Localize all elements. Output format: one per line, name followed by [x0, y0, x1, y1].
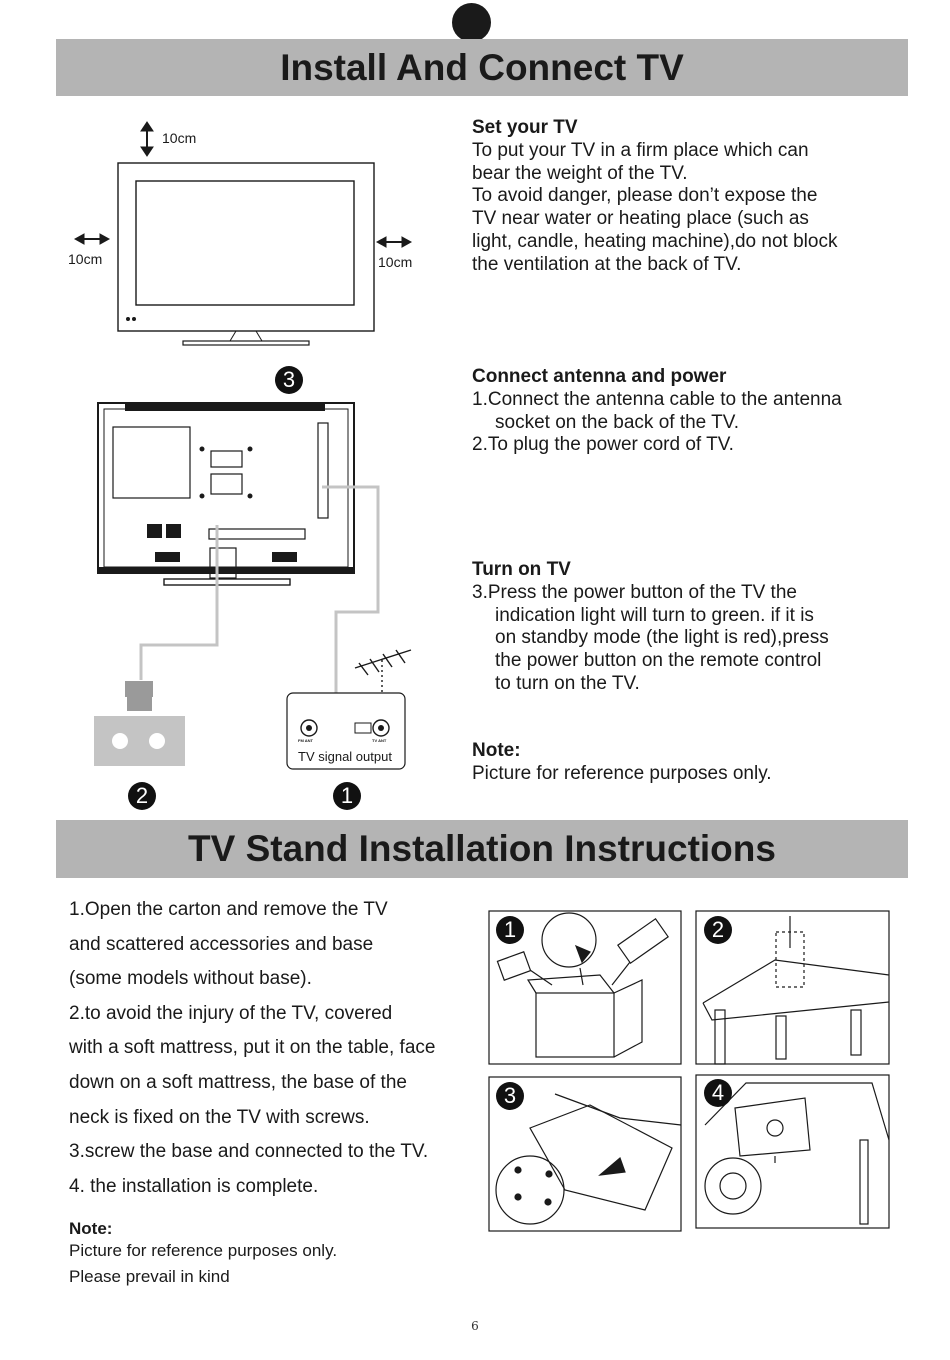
set-tv-heading: Set your TV [472, 117, 578, 138]
signal-output-label: TV signal output [298, 749, 392, 764]
stand-step-line: down on a soft mattress, the base of the [69, 1071, 407, 1093]
turn-on-line: the power button on the remote control [495, 650, 822, 672]
clearance-label-right: 10cm [378, 254, 413, 270]
stand-panel-4 [695, 1074, 890, 1229]
stand-note-heading: Note: [69, 1219, 113, 1238]
stand-step-line: neck is fixed on the TV with screws. [69, 1106, 370, 1128]
stand-note-line1: Picture for reference purposes only. [69, 1241, 338, 1260]
stand-panel-1 [488, 910, 682, 1065]
stand-step-line: with a soft mattress, put it on the tabl… [69, 1037, 436, 1059]
connect-step1-cont: socket on the back of the TV. [495, 411, 739, 433]
badge-2: 2 [128, 782, 156, 810]
clearance-arrow-top [140, 121, 154, 157]
panel-badge-4: 4 [704, 1079, 732, 1107]
turn-on-section: Turn on TV 3.Press the power button of t… [472, 559, 892, 696]
connect-section: Connect antenna and power 1.Connect the … [472, 366, 892, 457]
section-dot [452, 3, 491, 42]
set-tv-line: light, candle, heating machine),do not b… [472, 230, 838, 252]
panel-badge-3: 3 [496, 1082, 524, 1110]
clearance-arrow-left [73, 233, 111, 245]
badge-3: 3 [275, 366, 303, 394]
panel-badge-2: 2 [704, 916, 732, 944]
connect-step1: 1.Connect the antenna cable to the anten… [472, 388, 842, 410]
turn-on-line: to turn on the TV. [495, 672, 640, 694]
page-number: 6 [471, 1319, 479, 1333]
install-note-heading: Note: [472, 740, 521, 761]
clearance-label-top: 10cm [162, 130, 197, 146]
cables [139, 485, 380, 730]
stand-steps: 1.Open the carton and remove the TV and … [69, 893, 469, 1204]
stand-step-line: 4. the installation is complete. [69, 1175, 319, 1197]
stand-step-line: and scattered accessories and base [69, 933, 374, 955]
stand-panel-2 [695, 910, 890, 1065]
turn-on-line: indication light will turn to green. if … [495, 604, 814, 626]
install-title: Install And Connect TV [56, 39, 908, 96]
set-tv-line: the ventilation at the back of TV. [472, 253, 742, 275]
set-tv-line: To put your TV in a firm place which can [472, 139, 809, 161]
stand-note-line2: Please prevail in kind [69, 1267, 230, 1286]
stand-step-line: 1.Open the carton and remove the TV [69, 899, 388, 920]
badge-1: 1 [333, 782, 361, 810]
install-note: Note: Picture for reference purposes onl… [472, 740, 892, 786]
connect-heading: Connect antenna and power [472, 366, 727, 387]
tv-front-illustration [117, 162, 375, 346]
stand-step-line: 3.screw the base and connected to the TV… [69, 1141, 429, 1163]
set-tv-line: TV near water or heating place (such as [472, 208, 809, 230]
connect-step2: 2.To plug the power cord of TV. [472, 434, 734, 456]
antenna-icon [354, 649, 412, 725]
stand-note: Note: Picture for reference purposes onl… [69, 1219, 337, 1290]
install-note-text: Picture for reference purposes only. [472, 762, 772, 784]
clearance-label-left: 10cm [68, 251, 103, 267]
stand-title: TV Stand Installation Instructions [56, 820, 908, 878]
turn-on-heading: Turn on TV [472, 559, 571, 580]
stand-step-line: 2.to avoid the injury of the TV, covered [69, 1002, 393, 1024]
tv-ant-label: TV ANT [372, 738, 387, 743]
set-tv-line: bear the weight of the TV. [472, 162, 688, 184]
turn-on-line: on standby mode (the light is red),press [495, 627, 829, 649]
signal-output-box [286, 692, 406, 770]
power-outlet [94, 681, 185, 766]
tv-back-illustration [97, 402, 355, 586]
set-tv-section: Set your TV To put your TV in a firm pla… [472, 117, 892, 277]
set-tv-line: To avoid danger, please don’t expose the [472, 185, 818, 207]
stand-panel-3 [488, 1076, 682, 1232]
panel-badge-1: 1 [496, 916, 524, 944]
fm-ant-label: FM ANT [298, 738, 313, 743]
stand-step-line: (some models without base). [69, 968, 312, 990]
turn-on-step3: 3.Press the power button of the TV the [472, 581, 797, 603]
clearance-arrow-right [375, 236, 413, 248]
